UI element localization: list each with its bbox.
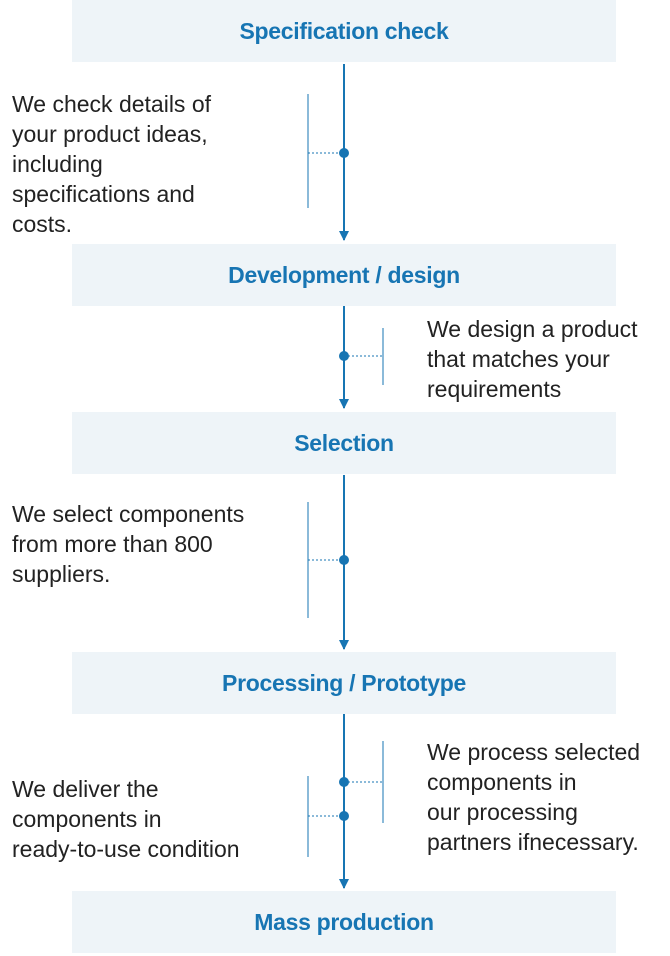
note-line: ready-to-use condition: [12, 836, 240, 862]
step-specification-check: Specification check: [72, 0, 616, 62]
note-line: components in: [12, 806, 162, 832]
note-line: requirements: [427, 376, 562, 402]
note-line: We deliver the: [12, 776, 159, 802]
dot-deliver: [339, 811, 349, 821]
dot-design: [339, 351, 349, 361]
dot-selection: [339, 555, 349, 565]
note-line: We design a product: [427, 316, 638, 342]
note-line: We check details of: [12, 91, 212, 117]
note-line: We select components: [12, 501, 245, 527]
step-selection: Selection: [72, 412, 616, 474]
note-line: partners ifnecessary.: [427, 829, 639, 855]
note-line: components in: [427, 769, 577, 795]
step-processing-prototype: Processing / Prototype: [72, 652, 616, 714]
dot-process: [339, 777, 349, 787]
note-line: including: [12, 151, 103, 177]
step-mass-production: Mass production: [72, 891, 616, 953]
note-process: We process selected components in our pr…: [427, 737, 640, 857]
note-line: We process selected: [427, 739, 641, 765]
dot-spec: [339, 148, 349, 158]
step-development-design: Development / design: [72, 244, 616, 306]
note-design: We design a product that matches your re…: [427, 314, 638, 404]
note-line: our processing: [427, 799, 578, 825]
note-line: suppliers.: [12, 561, 111, 587]
note-line: that matches your: [427, 346, 610, 372]
note-deliver: We deliver the components in ready-to-us…: [12, 774, 240, 864]
note-specification: We check details of your product ideas, …: [12, 89, 211, 239]
note-line: costs.: [12, 211, 73, 237]
note-line: from more than 800: [12, 531, 213, 557]
note-selection: We select components from more than 800 …: [12, 499, 244, 589]
note-line: specifications and: [12, 181, 195, 207]
note-line: your product ideas,: [12, 121, 208, 147]
